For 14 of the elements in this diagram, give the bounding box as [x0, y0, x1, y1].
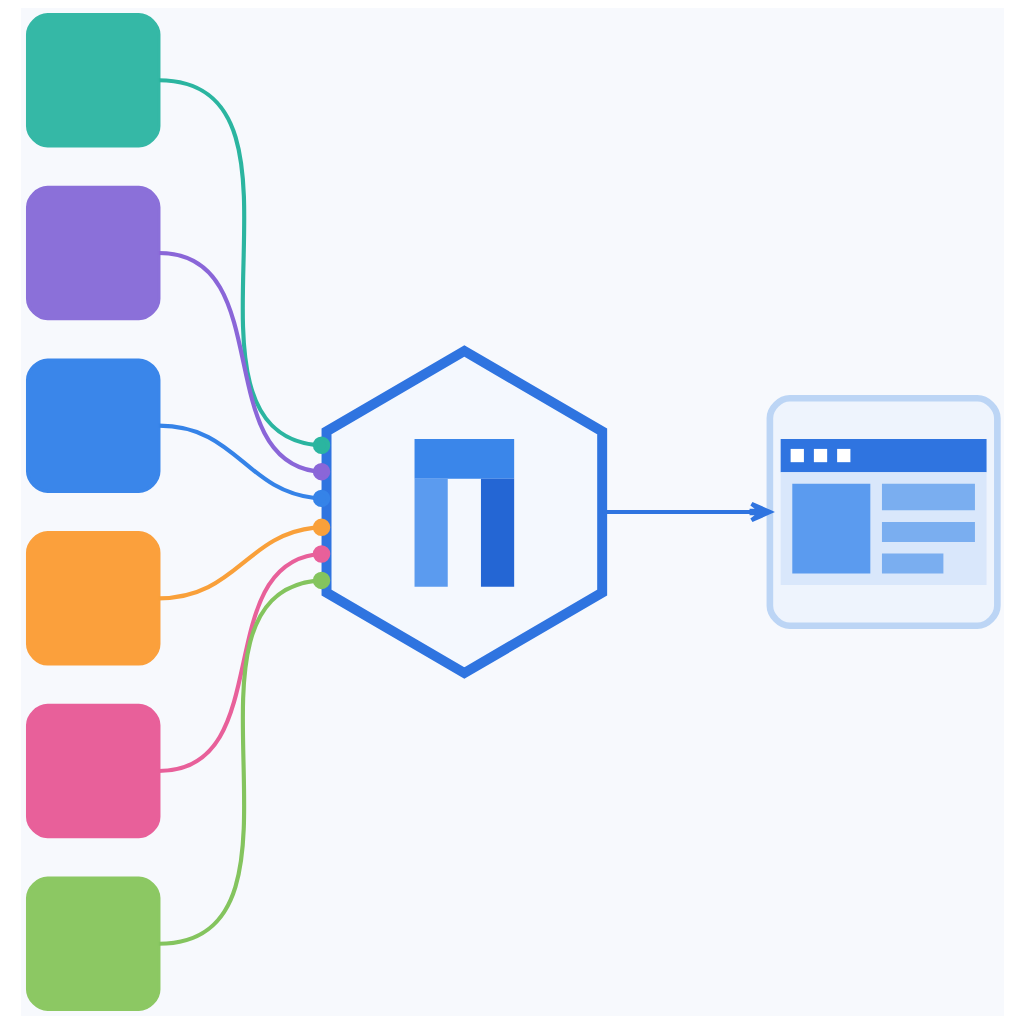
node-box	[25, 185, 160, 321]
node-box	[25, 358, 160, 493]
connector	[158, 423, 330, 508]
node-box	[25, 876, 160, 1011]
node-box	[25, 531, 160, 666]
connector	[157, 78, 330, 454]
node-box	[25, 13, 160, 148]
connector	[158, 250, 330, 481]
node-box	[25, 703, 160, 839]
connector	[158, 518, 330, 601]
node-hexagon	[321, 345, 607, 679]
node-box	[766, 394, 1001, 630]
connector	[158, 545, 330, 774]
connector	[157, 571, 330, 946]
